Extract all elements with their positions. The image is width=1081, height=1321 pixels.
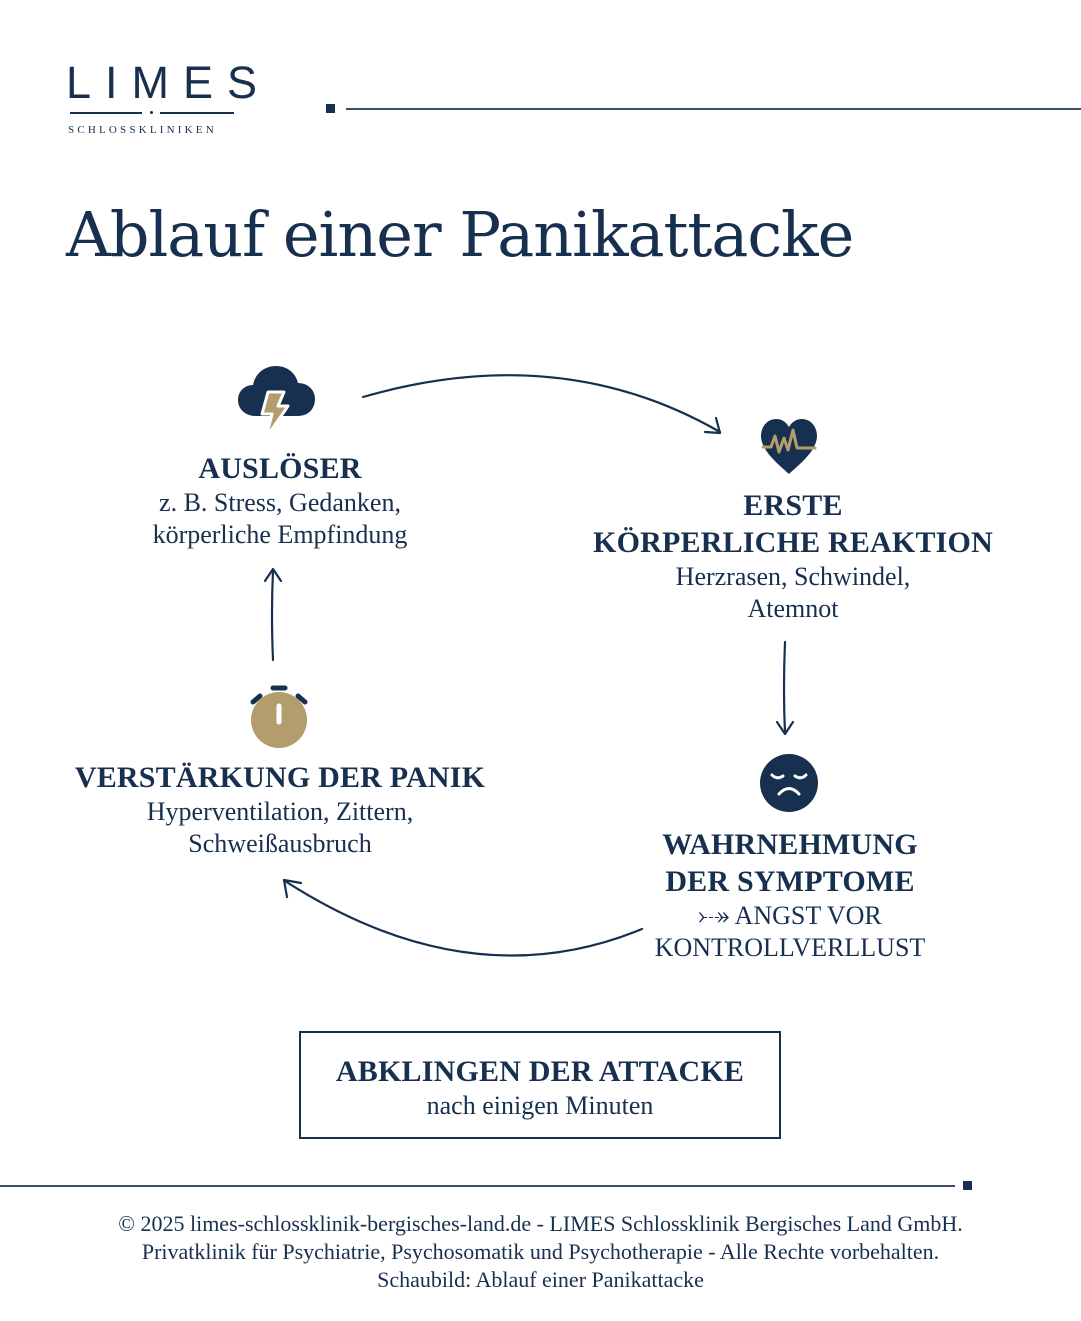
footer-caption-line: Schaubild: Ablauf einer Panikattacke [377, 1267, 704, 1292]
footer: © 2025 limes-schlossklinik-bergisches-la… [0, 1210, 1081, 1294]
step-trigger-desc-line: körperliche Empfindung [152, 520, 408, 549]
final-stage-box: ABKLINGEN DER ATTACKE nach einigen Minut… [299, 1031, 781, 1139]
arrow-trigger-to-reaction [361, 374, 722, 434]
step-perception-desc-line: ⤐ ANGST VOR [698, 901, 882, 930]
logo-rule-left [70, 112, 142, 114]
arrow-perception-to-amplification [283, 879, 644, 957]
arrow-perception-to-amplification-head [282, 878, 303, 899]
step-physical-reaction-desc-line: Herzrasen, Schwindel, [675, 562, 911, 591]
step-amplification-title: VERSTÄRKUNG DER PANIK [74, 761, 486, 794]
step-physical-reaction-title: KÖRPERLICHE REAKTION [593, 526, 993, 559]
arrow-trigger-to-reaction-head [703, 416, 722, 435]
footer-copyright-line: © 2025 limes-schlossklinik-bergisches-la… [118, 1211, 963, 1236]
header-divider [346, 108, 1081, 110]
page-title: Ablauf einer Panikattacke [66, 198, 854, 271]
sad-face-icon [760, 754, 818, 812]
step-physical-reaction-title: ERSTE [743, 489, 843, 522]
arrow-reaction-to-perception-head [775, 720, 795, 736]
logo-dot [150, 111, 153, 114]
logo-rule-right [160, 112, 234, 114]
footer-square-marker [963, 1181, 972, 1190]
arrow-reaction-to-perception [782, 640, 787, 735]
step-perception: WAHRNEHMUNG DER SYMPTOME ⤐ ANGST VOR KON… [590, 826, 990, 964]
arrow-amplification-to-trigger-head [263, 567, 283, 583]
step-perception-desc-line: KONTROLLVERLLUST [654, 933, 926, 962]
step-trigger: AUSLÖSER z. B. Stress, Gedanken, körperl… [80, 450, 480, 551]
step-physical-reaction-desc-line: Atemnot [747, 594, 839, 623]
brand-logo-wordmark: LIMES [66, 57, 272, 108]
stopwatch-icon [250, 685, 308, 748]
final-stage-desc: nach einigen Minuten [426, 1091, 654, 1120]
step-trigger-desc-line: z. B. Stress, Gedanken, [159, 488, 401, 517]
heart-pulse-icon [761, 419, 817, 474]
step-amplification: VERSTÄRKUNG DER PANIK Hyperventilation, … [60, 759, 500, 860]
footer-clinic-line: Privatklinik für Psychiatrie, Psychosoma… [141, 1239, 940, 1264]
step-perception-title: DER SYMPTOME [665, 865, 915, 898]
step-amplification-desc-line: Hyperventilation, Zittern, [146, 797, 414, 826]
step-perception-title: WAHRNEHMUNG [662, 828, 918, 861]
arrow-amplification-to-trigger [270, 568, 275, 662]
step-amplification-desc-line: Schweißausbruch [188, 829, 372, 858]
final-stage-title: ABKLINGEN DER ATTACKE [335, 1055, 745, 1088]
header-square-marker [326, 104, 335, 113]
step-physical-reaction: ERSTE KÖRPERLICHE REAKTION Herzrasen, Sc… [583, 487, 1003, 625]
step-trigger-title: AUSLÖSER [198, 452, 362, 485]
storm-cloud-lightning-icon [238, 366, 315, 440]
footer-divider [0, 1185, 955, 1187]
brand-logo-subtitle: SCHLOSSKLINIKEN [68, 124, 217, 136]
